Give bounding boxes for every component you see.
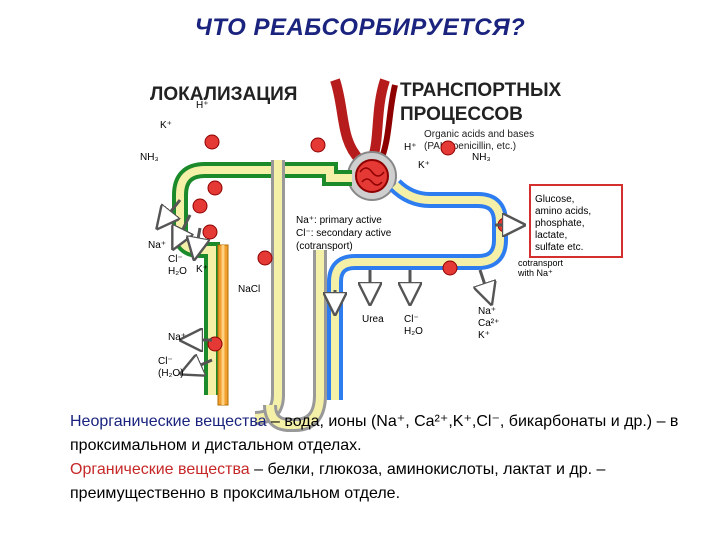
box-line-4: lactate, xyxy=(535,230,567,241)
heading-localization: ЛОКАЛИЗАЦИЯ xyxy=(150,84,297,105)
label-cl-mid: Cl⁻ xyxy=(404,314,419,325)
label-cl-lower: Cl⁻ xyxy=(158,356,173,367)
label-k-upper: K⁺ xyxy=(160,120,172,131)
label-h2o-mid: H₂O xyxy=(404,326,423,337)
label-h-right: H⁺ xyxy=(404,142,417,153)
label-cotransport-paren: (cotransport) xyxy=(296,241,353,252)
loop-descending xyxy=(217,244,229,406)
organic-text: – белки, глюкоза, аминокислоты, лактат и… xyxy=(70,461,606,502)
organic-acids-label-2: (PAH, penicillin, etc.) xyxy=(424,141,516,152)
blood-vessel xyxy=(330,78,398,164)
label-cl-left: Cl⁻ xyxy=(168,254,183,265)
ion-k-right: K⁺ xyxy=(478,330,490,341)
distal-tubule xyxy=(327,179,508,400)
organic-label: Органические вещества xyxy=(70,461,250,478)
ion-ca-right: Ca²⁺ xyxy=(478,318,499,329)
label-na-left: Na⁺ xyxy=(148,240,166,251)
label-urea: Urea xyxy=(362,314,384,325)
ion-na-right: Na⁺ xyxy=(478,306,496,317)
inorganic-label: Неорганические вещества xyxy=(70,413,267,430)
box-line-5: sulfate etc. xyxy=(535,242,583,253)
label-nacl: NaCl xyxy=(238,284,260,295)
cotransport-label-2: with Na⁺ xyxy=(517,268,553,278)
organic-substances-box xyxy=(529,184,623,258)
heading-transport-1: ТРАНСПОРТНЫХ xyxy=(400,80,562,101)
caption: Неорганические вещества – вода, ионы (Na… xyxy=(70,410,690,506)
page-title: ЧТО РЕАБСОРБИРУЕТСЯ? xyxy=(194,14,526,41)
transport-arrows xyxy=(160,199,520,372)
inorganic-text: – вода, ионы (Na⁺, Ca²⁺,K⁺,Cl⁻, бикарбон… xyxy=(70,413,679,454)
box-line-2: amino acids, xyxy=(535,206,591,217)
label-na-lower: Na⁺ xyxy=(168,332,186,343)
label-k-right: K⁺ xyxy=(418,160,430,171)
label-h-upper: H⁺ xyxy=(196,100,209,111)
loop-of-henle xyxy=(254,160,327,432)
label-h2o-left: H₂O xyxy=(168,266,187,277)
box-line-1: Glucose, xyxy=(535,194,574,205)
label-k-left: K⁺ xyxy=(196,264,208,275)
label-na-primary: Na⁺: primary active xyxy=(296,215,382,226)
label-cl-secondary: Cl⁻: secondary active xyxy=(296,228,392,239)
label-nh3-right: NH₃ xyxy=(472,152,491,163)
cotransport-label-1: cotransport xyxy=(518,258,564,268)
glomerulus xyxy=(347,151,397,201)
label-nh3: NH₃ xyxy=(140,152,159,163)
box-line-3: phosphate, xyxy=(535,218,585,229)
heading-transport-2: ПРОЦЕССОВ xyxy=(400,104,523,125)
organic-acids-label: Organic acids and bases xyxy=(424,129,534,140)
label-h2o-lower: (H₂O) xyxy=(158,368,184,379)
